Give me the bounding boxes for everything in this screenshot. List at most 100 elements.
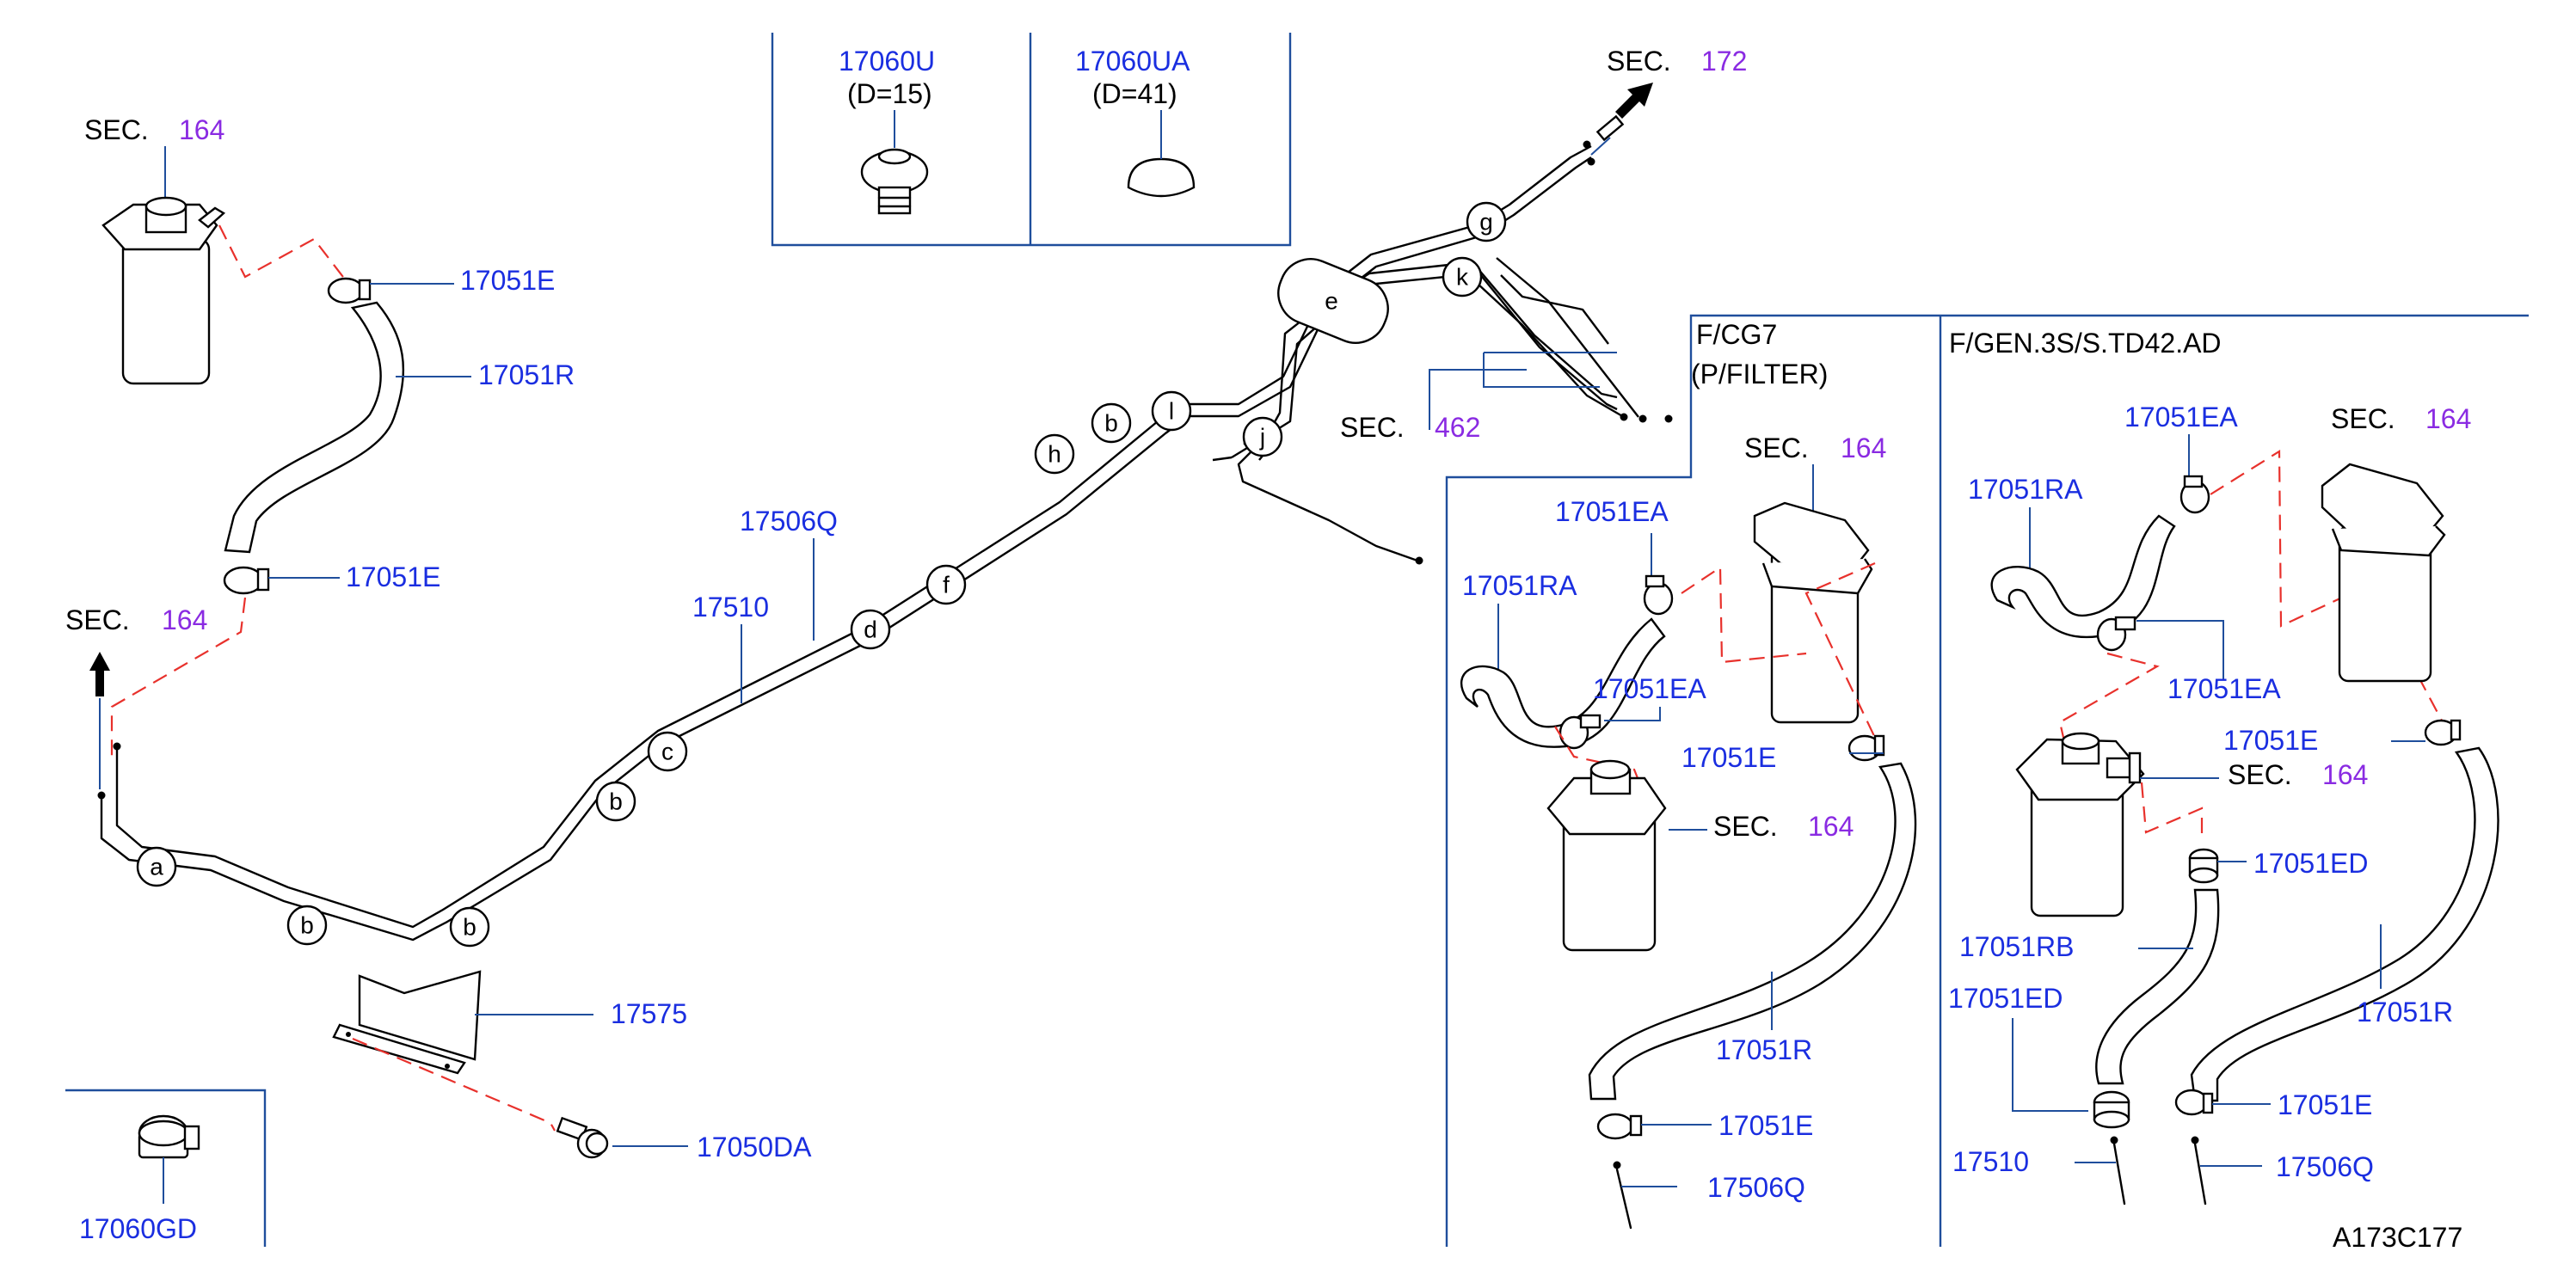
clamp-17051E-cg7-upper (1847, 734, 1885, 762)
label-17051RA-gen: 17051RA (1968, 474, 2083, 505)
svg-text:b: b (609, 788, 623, 815)
label-17051EA-gen-mid: 17051EA (2167, 673, 2281, 704)
clip-l: l (1151, 390, 1192, 432)
label-17050DA: 17050DA (697, 1132, 812, 1163)
clip-b-1: b (286, 905, 328, 946)
sec-number-gen-top: 164 (2425, 403, 2471, 434)
grommet-17060UA (1127, 157, 1196, 198)
label-d41: (D=41) (1092, 78, 1177, 109)
label-17506Q-gen: 17506Q (2276, 1151, 2374, 1182)
clamp-17051ED-gen-upper (2188, 848, 2219, 884)
clip-b-3: b (595, 781, 636, 822)
svg-text:h: h (1048, 441, 1061, 468)
sec-number-gen-mid: 164 (2322, 759, 2368, 790)
label-17510-gen: 17510 (1952, 1146, 2029, 1177)
clip-h: h (1034, 433, 1075, 475)
label-17051RA-cg7: 17051RA (1462, 570, 1577, 601)
clamp-17051EA-cg7-top (1643, 574, 1674, 616)
label-17575: 17575 (611, 998, 687, 1029)
fuel-tube-assembly (100, 144, 1639, 942)
svg-text:b: b (300, 912, 314, 939)
sec-number-mid-left: 164 (162, 604, 207, 635)
clip-a: a (136, 846, 177, 887)
label-17510-main: 17510 (692, 592, 769, 623)
label-17051E-top: 17051E (460, 265, 555, 296)
label-17051RB-gen: 17051RB (1959, 931, 2074, 962)
svg-text:j: j (1259, 424, 1265, 451)
label-17051E-gen-lower: 17051E (2278, 1089, 2372, 1120)
arrow-up-icon (89, 652, 110, 696)
clamp-17051E-gen-lower (2174, 1089, 2214, 1116)
fuel-filter-gen-lower (2015, 732, 2145, 917)
clip-j: j (1242, 416, 1283, 457)
label-17506Q-main: 17506Q (740, 506, 838, 537)
label-17060GD: 17060GD (79, 1213, 197, 1244)
svg-text:b: b (1104, 410, 1118, 437)
sec-number-cg7-lower: 164 (1808, 811, 1854, 842)
svg-text:g: g (1479, 209, 1493, 236)
clamp-17051EA-cg7-mid (1559, 714, 1602, 750)
fuel-filter-cg7-lower (1546, 759, 1667, 952)
label-17051ED-gen-lower: 17051ED (1948, 983, 2063, 1014)
svg-text:a: a (150, 854, 163, 880)
label-17051EA-cg7-mid: 17051EA (1593, 673, 1706, 704)
svg-text:c: c (661, 739, 673, 765)
clamp-17051ED-gen-lower (2093, 1090, 2130, 1129)
sec-number-top-left: 164 (179, 114, 224, 145)
svg-text:e: e (1325, 288, 1338, 315)
label-d15: (D=15) (847, 78, 932, 109)
sec-label-cg7-lower: SEC. (1713, 811, 1778, 842)
clamp-17051E-top (327, 277, 372, 304)
sec-label-top-left: SEC. (84, 114, 149, 145)
svg-text:f: f (943, 572, 950, 598)
clip-d: d (850, 609, 891, 650)
svg-text:d: d (864, 617, 877, 643)
sec-number-462: 462 (1435, 412, 1480, 443)
sec-label-172: SEC. (1607, 46, 1671, 77)
fuel-filter-gen-upper (2321, 463, 2446, 683)
label-17051E-mid: 17051E (346, 561, 440, 592)
hose-17051R-left (224, 301, 405, 554)
label-17051R-gen: 17051R (2357, 997, 2453, 1028)
label-17051E-gen-upper: 17051E (2223, 725, 2318, 756)
clamp-17051E-gen-upper (2424, 719, 2462, 746)
clip-b-4: b (1091, 402, 1132, 444)
clamp-17051E-cg7-lower (1596, 1113, 1643, 1140)
bracket-17575 (332, 970, 482, 1075)
clamp-17060GD (138, 1114, 200, 1159)
label-17051R-left: 17051R (478, 359, 575, 390)
fuel-filter-left (101, 196, 226, 385)
variant-cg7-line1: F/CG7 (1696, 319, 1777, 350)
label-17060UA: 17060UA (1075, 46, 1190, 77)
hose-17051RA-cg7 (1460, 617, 1666, 748)
variant-gen3s: F/GEN.3S/S.TD42.AD (1949, 328, 2222, 359)
clip-c: c (647, 731, 688, 772)
sec-label-mid-left: SEC. (65, 604, 130, 635)
label-17506Q-cg7: 17506Q (1707, 1172, 1805, 1203)
clip-f: e (1277, 258, 1389, 344)
sec-number-172: 172 (1701, 46, 1747, 77)
label-17051ED-gen-upper: 17051ED (2253, 848, 2368, 879)
label-17051R-cg7: 17051R (1716, 1034, 1812, 1065)
clamp-17051EA-gen-top (2179, 475, 2210, 514)
sec-label-462: SEC. (1340, 412, 1405, 443)
fuel-filter-cg7-upper (1753, 501, 1873, 724)
hose-17051RB-gen (2095, 888, 2220, 1085)
svg-text:b: b (463, 914, 476, 941)
label-17051EA-gen-top: 17051EA (2124, 402, 2238, 432)
clip-e: f (925, 564, 967, 605)
arrow-up-right-icon (1615, 83, 1653, 119)
label-17051EA-cg7-top: 17051EA (1555, 496, 1669, 527)
hose-17051R-cg7 (1588, 762, 1917, 1101)
sec-label-cg7-top: SEC. (1744, 432, 1809, 463)
clip-k: k (1442, 256, 1483, 298)
clip-g: g (1466, 201, 1507, 242)
hose-17051RA-gen (1990, 514, 2176, 639)
variant-cg7-line2: (P/FILTER) (1691, 359, 1828, 390)
label-17051E-cg7-lower: 17051E (1718, 1110, 1813, 1141)
label-17051E-cg7-upper: 17051E (1681, 742, 1776, 773)
tube-connector-172 (1595, 114, 1625, 142)
diagram-id: A173C177 (2333, 1222, 2462, 1253)
frame-lines (65, 33, 2529, 1247)
hose-17051R-gen (2190, 746, 2499, 1102)
